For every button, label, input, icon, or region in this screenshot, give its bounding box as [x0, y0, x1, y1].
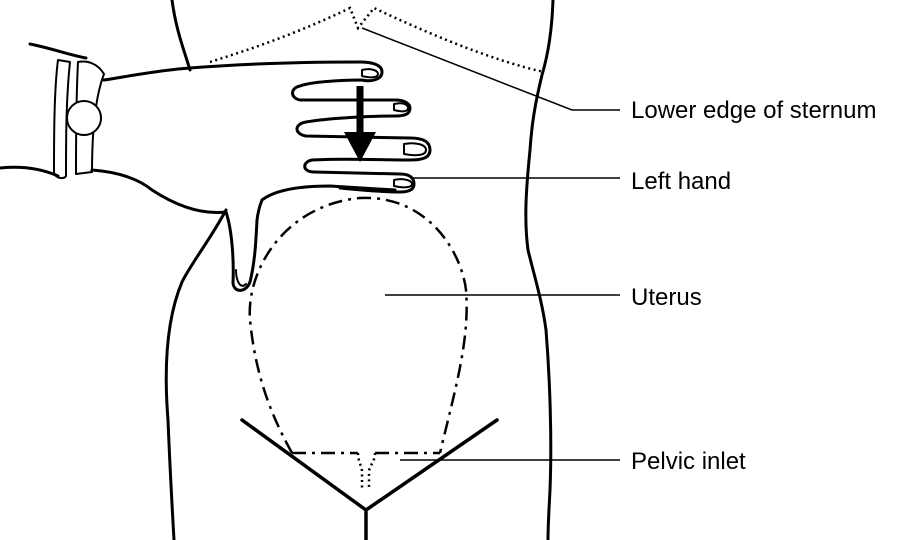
label-uterus: Uterus [631, 284, 702, 311]
uterus-outline [248, 196, 468, 454]
pelvis-bone [240, 418, 499, 540]
sternum-edge [209, 6, 545, 74]
label-pelvic-inlet: Pelvic inlet [631, 448, 746, 475]
left-hand-illustration [0, 42, 432, 292]
torso-outline [164, 0, 555, 540]
downward-arrow-icon [344, 86, 376, 162]
leader-lines [361, 27, 620, 461]
label-sternum: Lower edge of sternum [631, 97, 876, 124]
sacrum-dots [356, 452, 377, 490]
label-left-hand: Left hand [631, 168, 731, 195]
